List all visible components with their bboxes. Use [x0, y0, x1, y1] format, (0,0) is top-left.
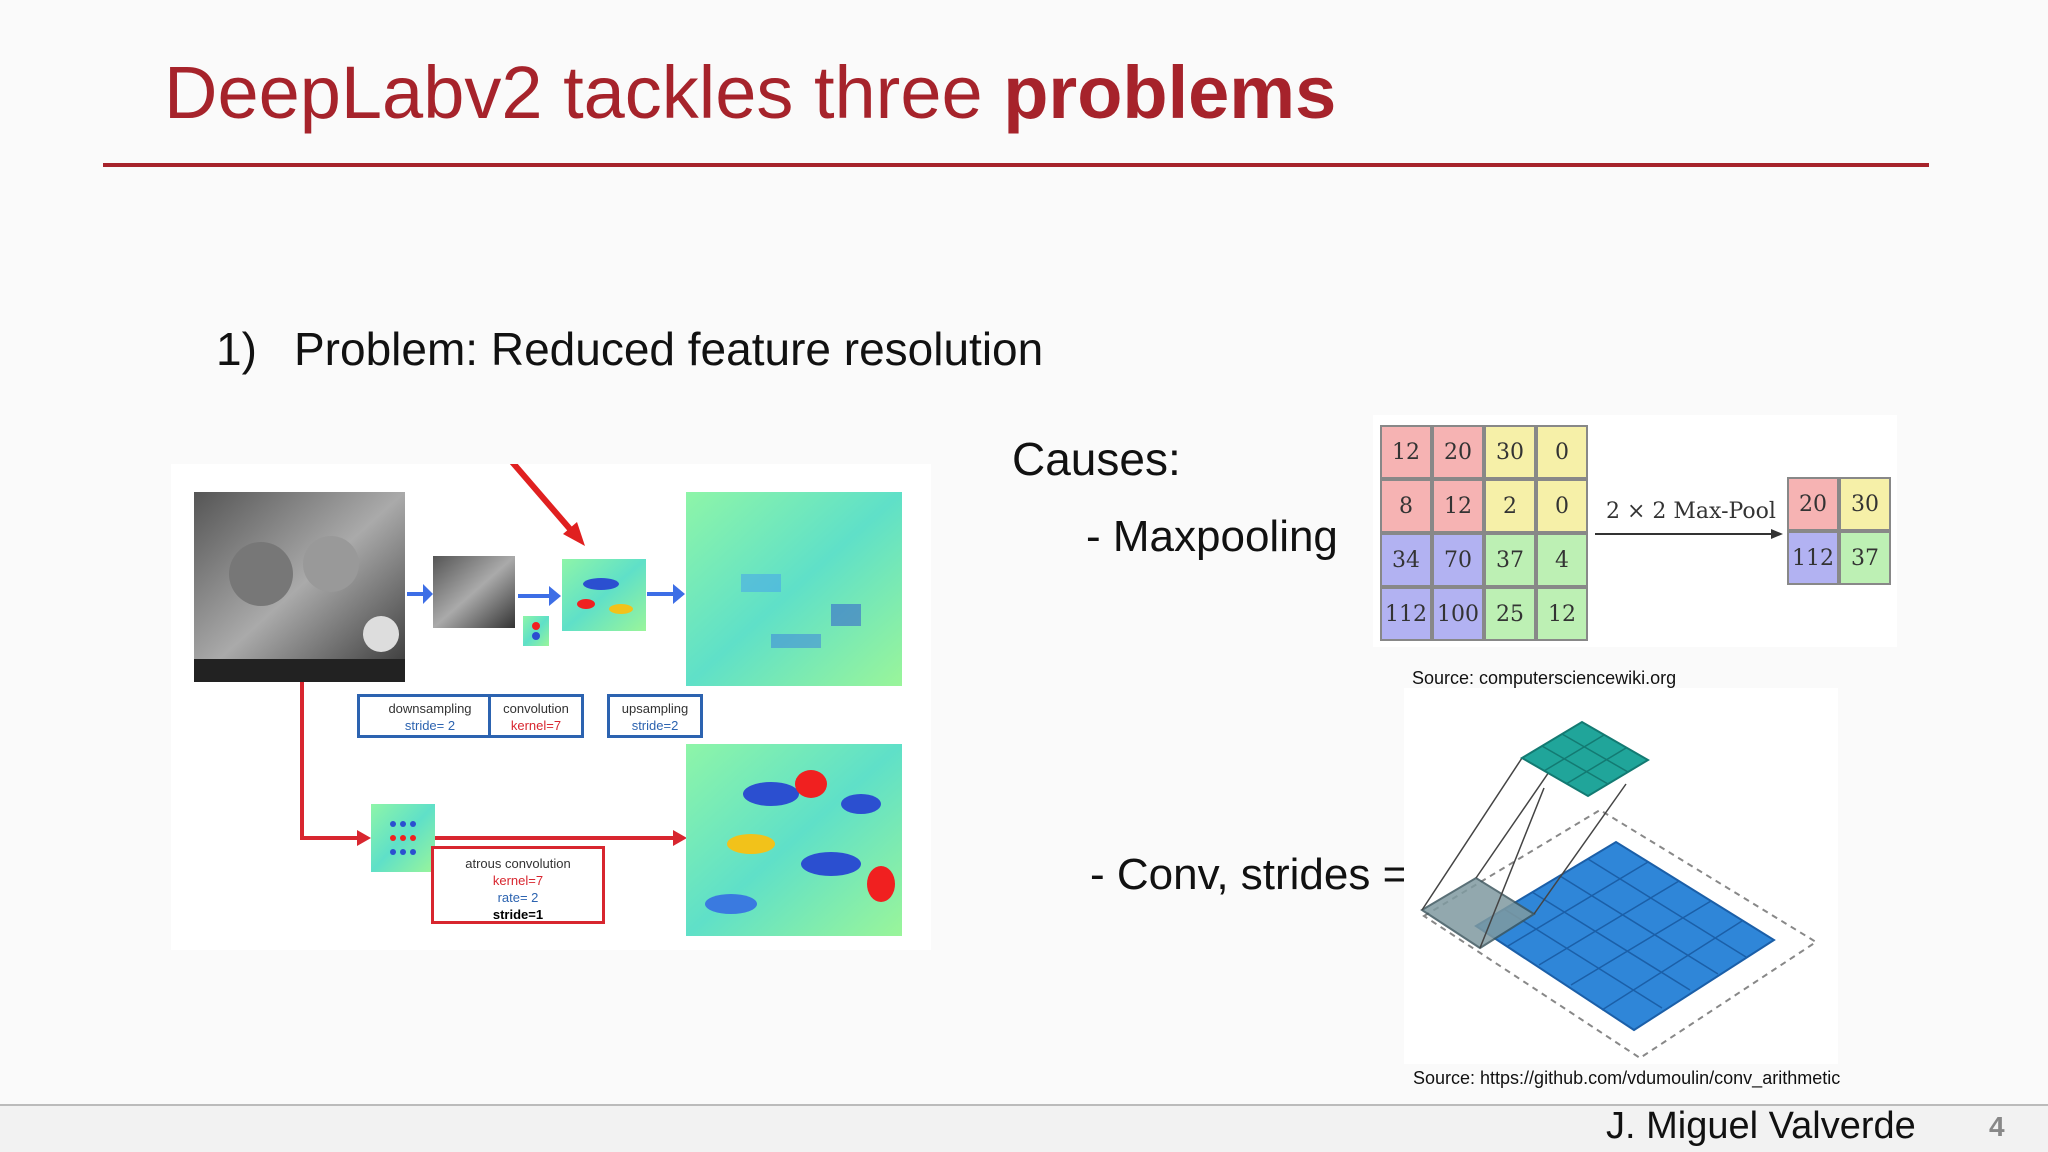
problem-text: Problem: Reduced feature resolution [294, 323, 1044, 375]
upsampling-label: upsampling stride=2 [607, 694, 703, 738]
footer-divider [0, 1104, 2048, 1106]
input-cell: 12 [1380, 425, 1432, 479]
pointer-arrow [509, 464, 579, 538]
atrous-convolution-label: atrous convolution kernel=7 rate= 2 stri… [431, 846, 605, 924]
maxpool-output-grid: 20 30 112 37 [1787, 477, 1891, 585]
input-cell: 37 [1484, 533, 1536, 587]
input-cell: 34 [1380, 533, 1432, 587]
pepper-shape [363, 616, 399, 652]
input-cell: 30 [1484, 425, 1536, 479]
page-number: 4 [1989, 1111, 2005, 1142]
upsampled-output [686, 492, 902, 686]
maxpool-source: Source: computersciencewiki.org [1412, 668, 1677, 688]
output-cell: 112 [1787, 531, 1839, 585]
conv-output-map [562, 559, 646, 631]
title-bold: problems [1003, 51, 1337, 134]
figure-graphics [194, 464, 902, 936]
strided-conv-graphics [1420, 720, 1818, 1060]
pepper-shape [303, 536, 359, 592]
convolution-label: convolution kernel=7 [488, 694, 584, 738]
input-cell: 12 [1536, 587, 1588, 641]
pointer-arrowhead [563, 522, 585, 546]
atrous-vs-downsampling-figure: downsampling stride= 2 convolution kerne… [171, 464, 931, 950]
input-cell: 20 [1432, 425, 1484, 479]
maxpool-arrow [1595, 529, 1783, 539]
table-edge [194, 659, 405, 682]
arrow-down-blue [407, 584, 433, 604]
input-cell: 12 [1432, 479, 1484, 533]
output-grid-lines [1541, 733, 1629, 785]
maxpool-input-grid: 12 20 30 0 8 12 2 0 34 70 37 4 112 100 2… [1380, 425, 1588, 641]
input-grid-lines [1503, 858, 1747, 1011]
conv-source: Source: https://github.com/vdumoulin/con… [1413, 1068, 1841, 1088]
slide-title: DeepLabv2 tackles three problems [164, 50, 1336, 135]
downsampling-param: stride= 2 [404, 718, 456, 733]
input-cell: 100 [1432, 587, 1484, 641]
footer-author: J. Miguel Valverde [1606, 1105, 1916, 1147]
output-cell: 37 [1839, 531, 1891, 585]
strided-conv-figure [1404, 688, 1838, 1064]
input-cell: 112 [1380, 587, 1432, 641]
input-cell: 0 [1536, 425, 1588, 479]
atrous-path [300, 682, 357, 840]
atrous-kernel-param: kernel=7 [492, 873, 544, 888]
input-cell: 2 [1484, 479, 1536, 533]
arrow-up-blue [647, 584, 685, 604]
cause-maxpooling: - Maxpooling [1086, 512, 1338, 561]
causes-heading: Causes: [1012, 433, 1181, 485]
upsampling-title: upsampling [621, 701, 689, 716]
downsampling-label: downsampling stride= 2 [357, 694, 503, 738]
input-cell: 4 [1536, 533, 1588, 587]
problem-item: 1) Problem: Reduced feature resolution [216, 322, 1043, 376]
title-divider [103, 163, 1929, 167]
downsampling-title: downsampling [388, 701, 472, 716]
input-cell: 0 [1536, 479, 1588, 533]
upsampling-param: stride=2 [631, 718, 679, 733]
downsampled-image [433, 556, 515, 628]
convolution-title: convolution [503, 701, 569, 716]
input-cell: 25 [1484, 587, 1536, 641]
atrous-title: atrous convolution [465, 856, 571, 871]
pepper-shape [229, 542, 293, 606]
atrous-stride-param: stride=1 [492, 907, 544, 922]
maxpool-operation-label: 2 × 2 Max-Pool [1606, 499, 1776, 524]
maxpool-figure: 12 20 30 0 8 12 2 0 34 70 37 4 112 100 2… [1373, 415, 1897, 647]
input-image [194, 492, 405, 682]
atrous-rate-param: rate= 2 [497, 890, 539, 905]
input-grid [1474, 840, 1776, 1032]
cause-conv-strides: - Conv, strides = 2 [1090, 850, 1445, 899]
input-cell: 70 [1432, 533, 1484, 587]
output-cell: 30 [1839, 477, 1891, 531]
padding-outline [1422, 808, 1818, 1060]
title-regular: DeepLabv2 tackles three [164, 51, 1004, 134]
convolution-param: kernel=7 [510, 718, 562, 733]
problem-number: 1) [216, 323, 257, 375]
footer-bar [0, 1106, 2048, 1152]
input-cell: 8 [1380, 479, 1432, 533]
arrow-conv-blue [518, 586, 561, 606]
output-cell: 20 [1787, 477, 1839, 531]
kernel-small [523, 616, 549, 646]
